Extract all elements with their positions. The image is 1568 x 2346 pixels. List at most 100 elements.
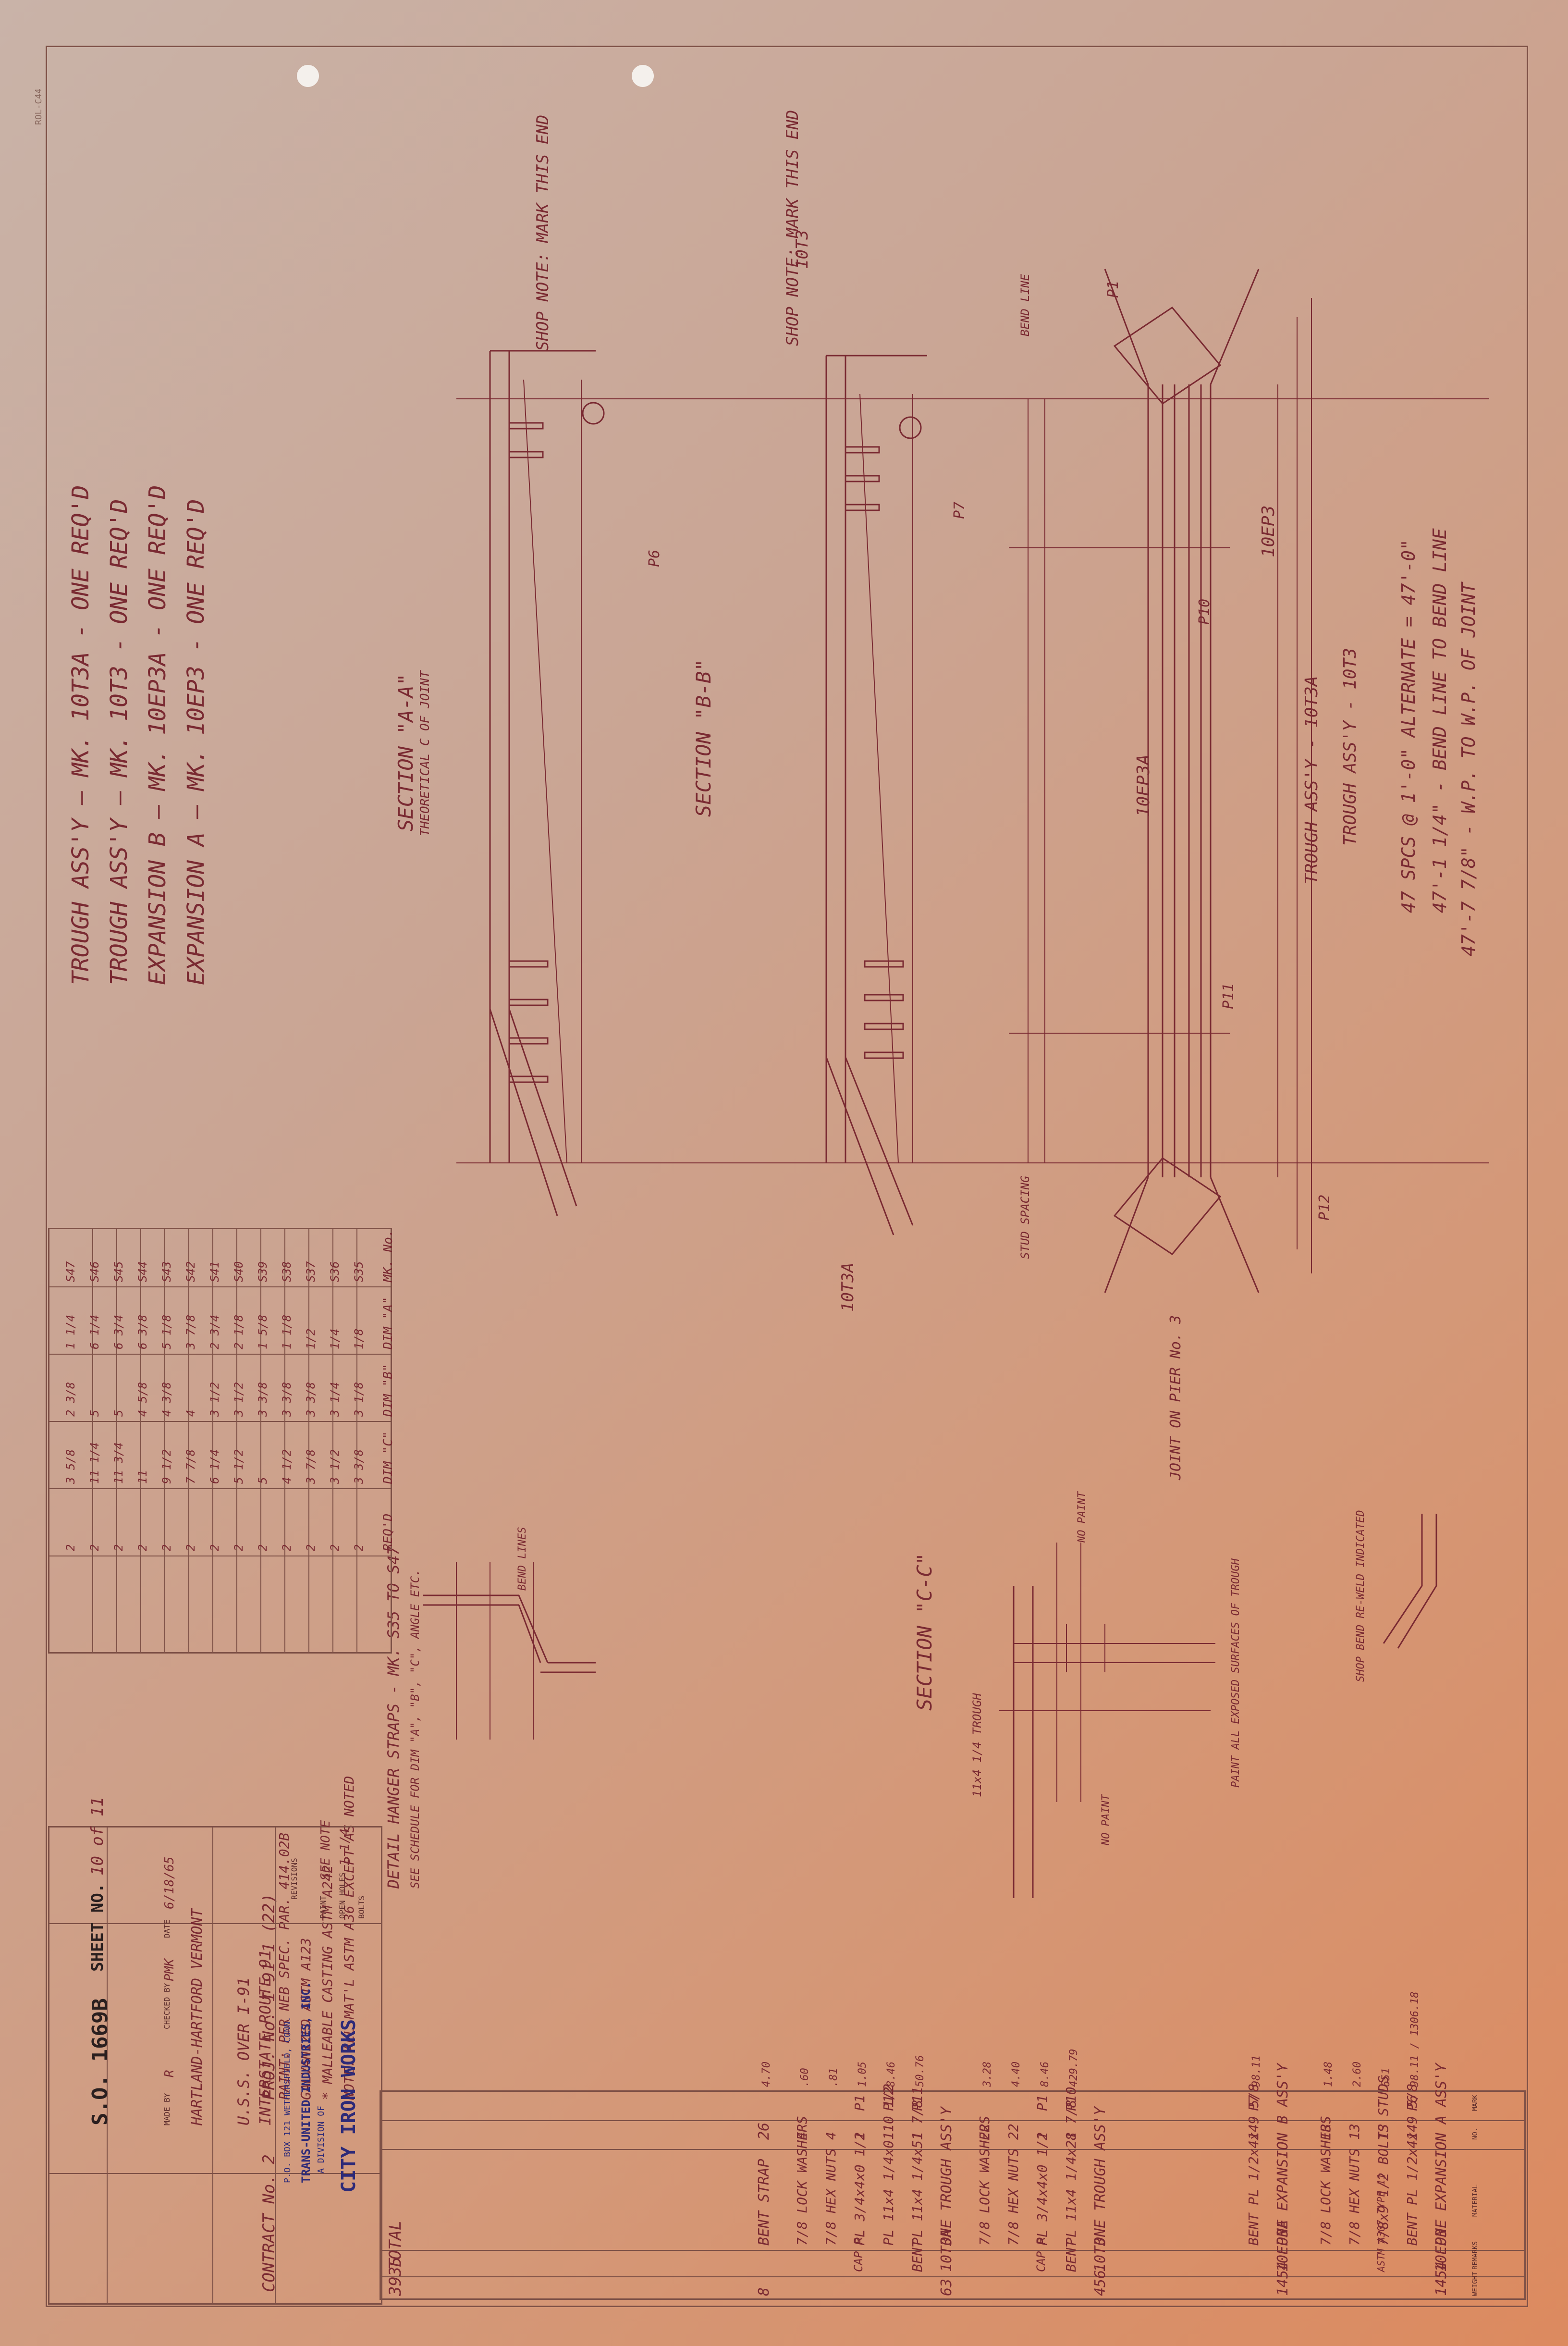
shop-note-a: SHOP NOTE: MARK THIS END bbox=[533, 114, 552, 351]
table-cell: 4 5/8 bbox=[136, 1382, 149, 1417]
bolts-label: BOLTS bbox=[357, 1895, 366, 1919]
bom-total-value: 3935 bbox=[386, 2257, 405, 2296]
table-cell: 2 bbox=[112, 1544, 125, 1551]
table-cell: 3 7/8 bbox=[304, 1449, 318, 1484]
bom-mark: P1 bbox=[1034, 2095, 1050, 2111]
mark-p12: P12 bbox=[1316, 1194, 1333, 1221]
table-cell: S46 bbox=[88, 1261, 101, 1282]
bom-no: 4 bbox=[823, 2132, 839, 2140]
detail-subtitle: SEE SCHEDULE FOR DIM "A", "B", "C", ANGL… bbox=[408, 1569, 422, 1889]
made-by-value: R bbox=[162, 2070, 177, 2077]
paint-value: SEE NOTE bbox=[318, 1820, 333, 1880]
table-cell: 5 bbox=[256, 1477, 270, 1484]
bom-material: 7/8 HEX NUTS bbox=[1347, 2148, 1362, 2246]
bend-line-dimension: 47'-1 1/4" - BEND LINE TO BEND LINE bbox=[1429, 528, 1450, 913]
bom-remarks: BENT bbox=[909, 2239, 925, 2272]
bom-weight: 1454 bbox=[1274, 2261, 1291, 2296]
parent-company: TRANS-UNITED INDUSTRIES, INC. bbox=[299, 1981, 313, 2183]
table-cell: S36 bbox=[328, 1261, 342, 1282]
paint-label: PAINT bbox=[318, 1895, 328, 1919]
table-cell: S42 bbox=[184, 1261, 197, 1282]
table-cell: 1/4 bbox=[328, 1328, 342, 1349]
job-line: HARTLAND-HARTFORD VERMONT bbox=[189, 1908, 206, 2125]
table-cell: 3 1/4 bbox=[328, 1382, 342, 1417]
table-cell: S45 bbox=[112, 1261, 125, 1282]
bom-remarks: BENT bbox=[1063, 2239, 1079, 2272]
bom-no: 13 bbox=[1347, 2124, 1362, 2140]
bom-remarks: CAP R bbox=[1034, 2237, 1048, 2272]
table-cell: 3 1/2 bbox=[208, 1382, 221, 1417]
bom-unit: 8.46 bbox=[1039, 2062, 1051, 2087]
bom-header: NO. bbox=[1471, 2127, 1479, 2140]
section-cc-title: SECTION "C-C" bbox=[913, 1553, 936, 1711]
bom-unit: 4.70 bbox=[760, 2062, 772, 2087]
table-cell: 1/8 bbox=[352, 1328, 366, 1349]
company-address: P.O. BOX 121 WETHERSFIELD, CONN. bbox=[282, 2016, 293, 2183]
bom-unit: 2.60 bbox=[1351, 2062, 1363, 2087]
bom-unit: 8.46 bbox=[885, 2062, 897, 2087]
no-paint-note: NO PAINT bbox=[1100, 1794, 1112, 1845]
mark-10t3a: 10T3A bbox=[838, 1262, 858, 1312]
bom-weight: 1454 bbox=[1433, 2261, 1450, 2296]
bom-material: PL 11x4 1/4x28 7/8 bbox=[1063, 2099, 1079, 2246]
made-by-label: MADE BY bbox=[162, 2093, 172, 2125]
title-block: CITY IRON WORKS A DIVISION OF TRANS-UNIT… bbox=[48, 1797, 382, 2305]
table-cell: 2 bbox=[184, 1544, 197, 1551]
bom-unit: 98.11 / 1306.18 bbox=[1409, 1991, 1421, 2087]
bom-mark: P1 bbox=[852, 2095, 868, 2111]
table-cell: 1 1/4 bbox=[64, 1314, 77, 1349]
bom-material: ONE EXPANSION B ASS'Y bbox=[1274, 2063, 1291, 2246]
table-cell: 2 bbox=[352, 1544, 366, 1551]
trough-assy-label: TROUGH ASS'Y - 10T3 bbox=[1340, 648, 1360, 846]
bom-material: ONE TROUGH ASS'Y bbox=[938, 2107, 955, 2246]
table-header: DIM "C" bbox=[381, 1431, 395, 1484]
table-cell: S44 bbox=[136, 1261, 149, 1282]
bom-unit: 3.28 bbox=[981, 2062, 993, 2087]
table-cell: S41 bbox=[208, 1261, 221, 1282]
checked-by-value: PMK bbox=[162, 1959, 177, 1981]
bom-no: 26 bbox=[756, 2122, 772, 2140]
sheet-border bbox=[46, 46, 1528, 2307]
table-header: MK. No. bbox=[381, 1229, 395, 1282]
table-cell: 5 1/8 bbox=[160, 1314, 173, 1349]
bom-material: BENT PL 1/2x4x49 5/8 bbox=[1404, 2083, 1420, 2246]
section-aa-subtitle: THEORETICAL C OF JOINT bbox=[418, 670, 432, 836]
punch-hole bbox=[632, 65, 654, 87]
assembly-list-item: TROUGH ASS'Y — MK. 10T3A - ONE REQ'D bbox=[67, 485, 94, 985]
assembly-list-item: EXPANSION B — MK. 10EP3A - ONE REQ'D bbox=[144, 485, 171, 985]
mark-10ep3a: 10EP3A bbox=[1134, 754, 1153, 817]
bom-unit: 1.05 bbox=[857, 2062, 869, 2087]
table-cell: 6 1/4 bbox=[88, 1314, 101, 1349]
bom-material: 7/8 LOCK WASHERS bbox=[794, 2116, 810, 2246]
joint-on-pier-label: JOINT ON PIER No. 3 bbox=[1167, 1315, 1184, 1480]
job-line: INTERSTATE ROUTE 91 bbox=[256, 1949, 274, 2125]
company-name: CITY IRON WORKS bbox=[338, 2019, 360, 2193]
mark-p6: P6 bbox=[646, 549, 663, 567]
bom-remarks: ASTM A307 TYPE 11 bbox=[1375, 2173, 1387, 2272]
table-cell: 3 3/8 bbox=[256, 1382, 270, 1417]
table-cell: 5 bbox=[88, 1409, 101, 1417]
paint-note: PAINT ALL EXPOSED SURFACES OF TROUGH bbox=[1230, 1558, 1242, 1788]
table-cell: 5 bbox=[112, 1409, 125, 1417]
bend-line-label: BEND LINE bbox=[1018, 273, 1032, 336]
checked-by-label: CHECKED BY bbox=[162, 1983, 172, 2029]
assembly-list-item: EXPANSION A — MK. 10EP3 - ONE REQ'D bbox=[183, 499, 209, 985]
table-cell: 11 1/4 bbox=[88, 1442, 101, 1484]
mark-p10: P10 bbox=[1196, 598, 1213, 625]
table-cell: 2 bbox=[88, 1544, 101, 1551]
bom-remarks: CAP R bbox=[852, 2237, 865, 2272]
table-cell: 6 1/4 bbox=[208, 1449, 221, 1484]
open-holes-label: OPEN HOLES bbox=[338, 1872, 347, 1919]
bom-unit: .60 bbox=[799, 2068, 811, 2087]
table-cell: 3 7/8 bbox=[184, 1314, 197, 1349]
table-cell: 7 7/8 bbox=[184, 1449, 197, 1484]
mark-p11: P11 bbox=[1220, 983, 1237, 1009]
bom-unit: 4.40 bbox=[1010, 2062, 1022, 2087]
table-cell: 2 bbox=[160, 1544, 173, 1551]
hanger-table-grid bbox=[49, 1229, 391, 1652]
bom-remarks: 10T3 bbox=[1092, 2237, 1109, 2272]
table-cell: 3 5/8 bbox=[64, 1449, 77, 1484]
table-cell: 2 bbox=[136, 1544, 149, 1551]
table-cell: 4 1/2 bbox=[280, 1449, 294, 1484]
table-cell: S39 bbox=[256, 1261, 270, 1282]
